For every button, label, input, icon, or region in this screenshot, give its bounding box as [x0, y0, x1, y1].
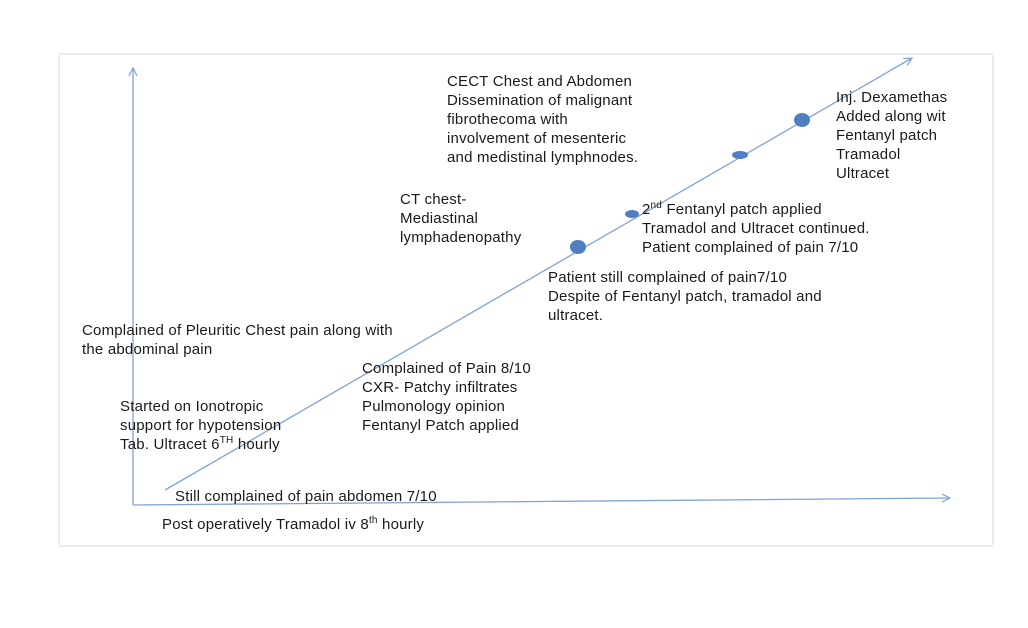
note-line: involvement of mesenteric: [447, 130, 627, 147]
note-line: Fentanyl Patch applied: [362, 417, 520, 434]
note-line: the abdominal pain: [82, 341, 213, 358]
note-line: Pulmonology opinion: [362, 398, 506, 415]
note-still-pain: Patient still complained of pain7/10 Des…: [548, 268, 822, 325]
note-line: Still complained of pain abdomen 7/10: [175, 488, 437, 505]
note-abdomen-pain: Still complained of pain abdomen 7/10: [175, 487, 437, 506]
timeline-marker: [732, 151, 748, 159]
note-text: Tab. Ultracet 6: [120, 436, 220, 453]
note-line: Ultracet: [836, 165, 890, 182]
note-line: Dissemination of malignant: [447, 92, 633, 109]
note-second-patch: 2nd Fentanyl patch applied Tramadol and …: [642, 200, 870, 257]
timeline-diagram: CECT Chest and Abdomen Dissemination of …: [60, 55, 992, 545]
note-line: ultracet.: [548, 307, 604, 324]
note-line: Despite of Fentanyl patch, tramadol and: [548, 288, 822, 305]
timeline-line: [164, 58, 912, 491]
timeline-marker: [625, 210, 639, 218]
note-line: Complained of Pleuritic Chest pain along…: [82, 322, 393, 339]
note-line: CECT Chest and Abdomen: [447, 73, 633, 90]
axes-layer: [60, 55, 992, 506]
note-line: Inj. Dexamethas: [836, 89, 948, 106]
note-line: Tramadol and Ultracet continued.: [642, 220, 870, 237]
note-postop: Post operatively Tramadol iv 8th hourly: [162, 515, 424, 534]
note-text: 2: [642, 201, 651, 218]
note-line: Mediastinal: [400, 210, 479, 227]
note-ct-chest: CT chest- Mediastinal lymphadenopathy: [400, 190, 521, 247]
superscript: th: [368, 515, 378, 526]
note-text: hourly: [233, 436, 280, 453]
note-dexamethasone: Inj. Dexamethas Added along wit Fentanyl…: [836, 88, 947, 183]
note-pleuritic: Complained of Pleuritic Chest pain along…: [82, 321, 393, 359]
superscript: nd: [650, 200, 663, 211]
note-line: Tab. Ultracet 6TH hourly: [120, 435, 281, 454]
note-line: and medistinal lymphnodes.: [447, 149, 639, 166]
note-text: Post operatively Tramadol iv 8: [162, 516, 369, 533]
note-line: Added along wit: [836, 108, 946, 125]
timeline-marker: [794, 113, 810, 127]
note-line: Complained of Pain 8/10: [362, 360, 531, 377]
note-pain-8: Complained of Pain 8/10 CXR- Patchy infi…: [362, 359, 531, 435]
timeline-marker: [570, 240, 586, 254]
note-text: Fentanyl patch applied: [662, 201, 822, 218]
note-line: Tramadol: [836, 146, 901, 163]
note-line: fibrothecoma with: [447, 111, 568, 128]
note-line: Started on Ionotropic: [120, 398, 264, 415]
note-line: Patient complained of pain 7/10: [642, 239, 859, 256]
superscript: TH: [219, 435, 234, 446]
note-line: lymphadenopathy: [400, 229, 522, 246]
note-ionotropic: Started on Ionotropic support for hypote…: [120, 397, 281, 454]
note-line: CT chest-: [400, 191, 467, 208]
x-axis: [132, 498, 950, 506]
note-text: hourly: [377, 516, 425, 533]
note-line: support for hypotension: [120, 417, 282, 434]
note-line: Fentanyl patch: [836, 127, 938, 144]
note-cect: CECT Chest and Abdomen Dissemination of …: [447, 72, 638, 167]
note-line: Patient still complained of pain7/10: [548, 269, 788, 286]
note-line: CXR- Patchy infiltrates: [362, 379, 518, 396]
note-line: Post operatively Tramadol iv 8th hourly: [162, 515, 424, 534]
note-line: 2nd Fentanyl patch applied: [642, 200, 870, 219]
